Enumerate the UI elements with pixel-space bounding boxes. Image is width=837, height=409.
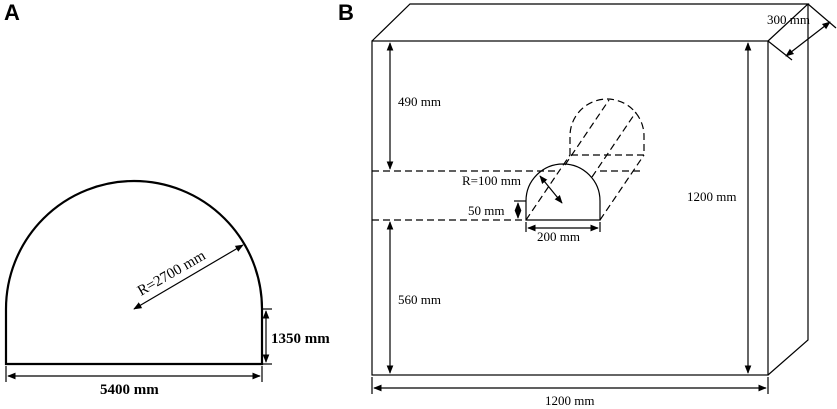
panel-a-label: A [4,0,20,25]
radius-label: R=2700 mm [135,248,209,300]
block-right-face [767,4,809,376]
opening-width-label: 200 mm [537,229,580,244]
model-tunnel-opening [525,163,601,221]
model-radius-arrow [539,175,563,204]
block-front-face [371,40,769,376]
radius-arrow [133,244,244,310]
wall-height-label: 50 mm [468,203,504,218]
model-radius-label: R=100 mm [462,173,521,188]
block-width-label: 1200 mm [545,393,594,408]
depth-label: 300 mm [767,12,810,27]
tunnel-arch-outline [4,179,264,366]
height-label: 1350 mm [271,331,330,347]
model-tunnel-depth-dashed [525,98,645,221]
panel-a: A R=2700 mm 1350 mm 5400 mm [4,0,330,398]
block-height-label: 1200 mm [687,189,736,204]
panel-b-label: B [338,0,354,25]
bottom-distance-label: 560 mm [398,292,441,307]
top-distance-label: 490 mm [398,94,441,109]
depth-extension-bottom [767,40,793,61]
depth-dimension-arrow [785,21,831,57]
panel-b: B 300 mm 490 mm 560 mm [338,0,837,408]
block-top-face [371,3,810,42]
depth-extension-top [807,3,837,29]
width-label: 5400 mm [100,382,159,398]
